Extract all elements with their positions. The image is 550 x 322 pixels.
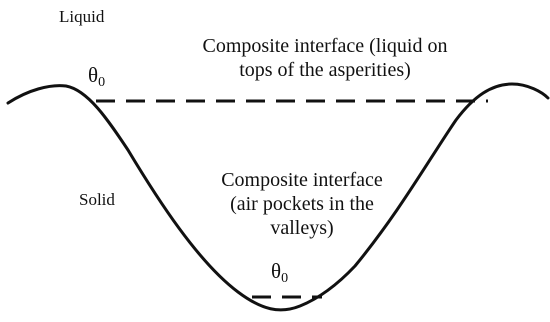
theta-subscript: 0	[281, 271, 288, 286]
theta-symbol: θ	[271, 259, 281, 283]
valley-interface-label-line2: (air pockets in the	[192, 192, 412, 216]
theta-subscript: 0	[98, 75, 105, 90]
valley-interface-label-line1: Composite interface	[192, 168, 412, 192]
liquid-label: Liquid	[59, 7, 104, 27]
top-interface-label-line1: Composite interface (liquid on	[166, 34, 484, 58]
solid-label: Solid	[79, 190, 115, 210]
theta-symbol: θ	[88, 63, 98, 87]
top-interface-label: Composite interface (liquid on tops of t…	[166, 34, 484, 82]
valley-contact-angle-label: θ0	[271, 259, 288, 287]
valley-interface-label-line3: valleys)	[192, 216, 412, 240]
top-interface-label-line2: tops of the asperities)	[166, 58, 484, 82]
valley-interface-label: Composite interface (air pockets in the …	[192, 168, 412, 240]
top-contact-angle-label: θ0	[88, 63, 105, 91]
